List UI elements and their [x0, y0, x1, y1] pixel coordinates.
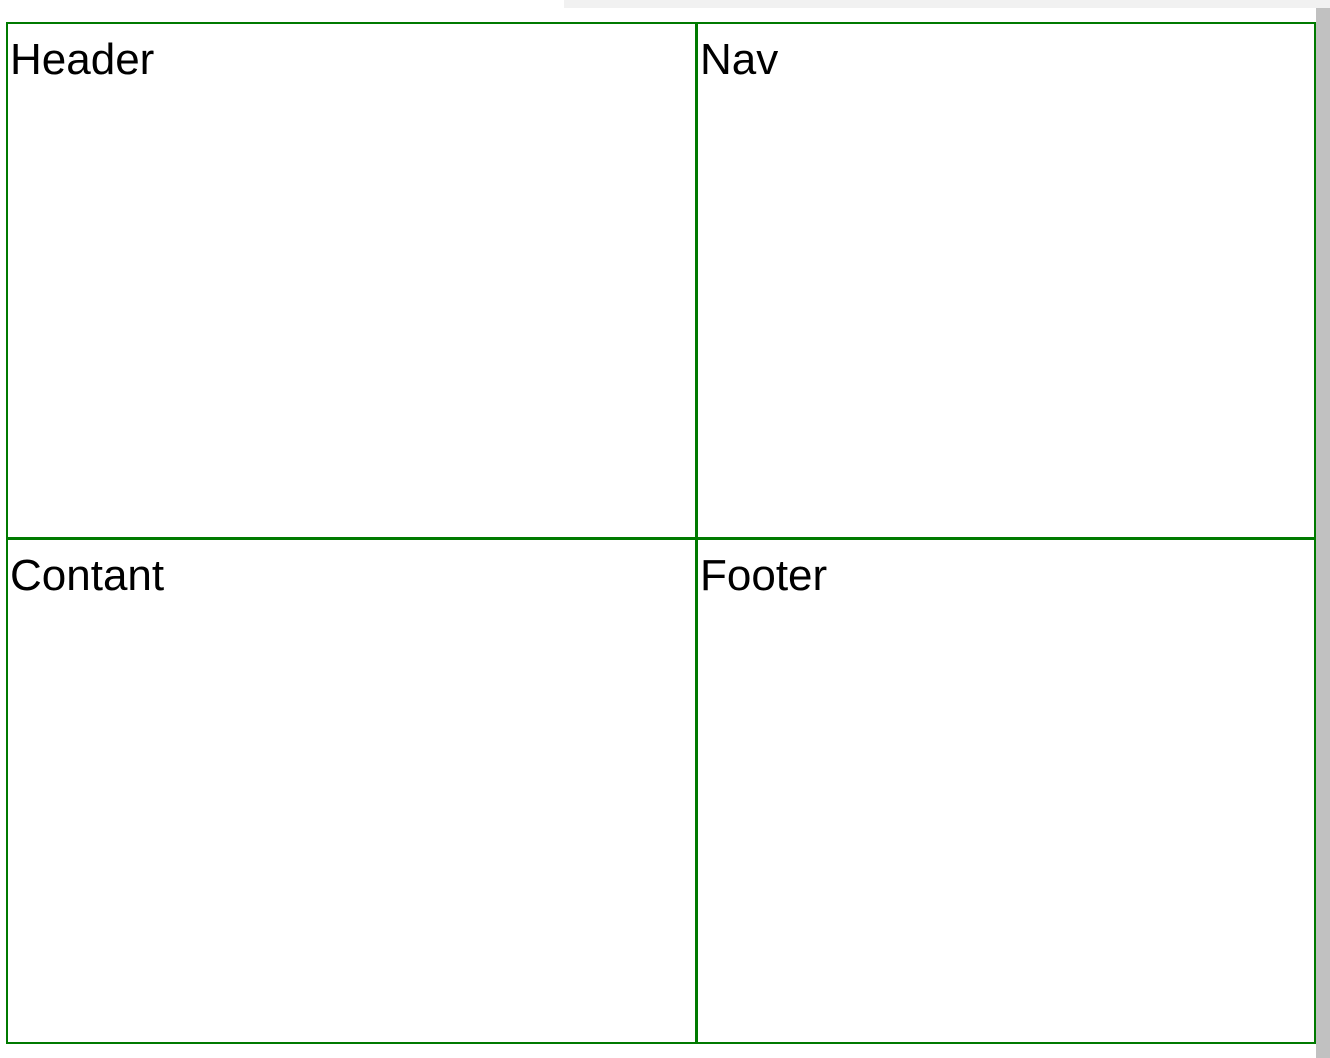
top-strip — [564, 0, 1330, 8]
content-cell: Contant — [8, 540, 698, 1042]
vertical-scrollbar[interactable] — [1316, 8, 1330, 1058]
header-label: Header — [10, 35, 155, 84]
layout-grid: Header Nav Contant Footer — [6, 22, 1316, 1044]
header-cell: Header — [8, 24, 698, 540]
content-label: Contant — [10, 551, 165, 600]
nav-cell: Nav — [698, 24, 1314, 540]
footer-label: Footer — [700, 551, 828, 600]
nav-label: Nav — [700, 35, 779, 84]
footer-cell: Footer — [698, 540, 1314, 1042]
